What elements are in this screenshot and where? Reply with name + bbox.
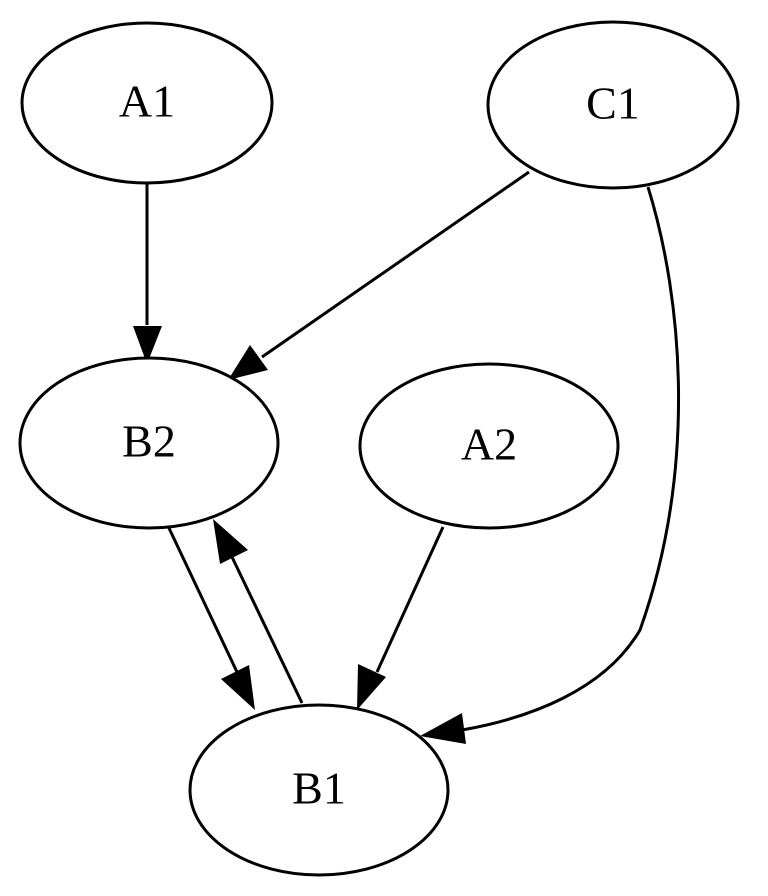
node-label-a1: A1 [119,76,175,127]
edge-line-b1-b2 [230,556,304,704]
arrowhead-c1-b2 [228,345,268,380]
edge-b1-to-b2[interactable] [213,519,304,704]
node-label-a2: A2 [461,419,517,470]
node-a2[interactable]: A2 [358,362,620,530]
arrowhead-c1-b1 [420,713,466,744]
edge-b2-to-b1[interactable] [166,525,255,710]
node-a1[interactable]: A1 [20,21,274,185]
node-label-c1: C1 [586,78,640,129]
node-b1[interactable]: B1 [188,703,450,877]
arrowhead-a2-b1 [357,664,386,710]
arrowhead-b1-b2 [213,519,248,564]
edge-line-b2-b1 [166,525,239,673]
nodes-layer: A1 C1 B2 A2 B1 [18,20,740,877]
node-b2[interactable]: B2 [18,356,280,530]
edge-c1-to-b1[interactable] [420,186,680,744]
node-ellipse-a2 [358,362,620,530]
node-ellipse-a1 [20,21,274,185]
edge-c1-to-b2[interactable] [228,170,530,380]
edges-layer [133,170,680,744]
edge-line-c1-b2 [261,170,530,359]
edge-line-c1-b1 [461,186,680,732]
arrowhead-a1-b2 [133,326,162,364]
arrowhead-b2-b1 [221,665,255,710]
edge-line-a2-b1 [375,526,445,673]
node-ellipse-b2 [18,356,280,530]
node-label-b1: B1 [292,763,346,814]
edge-a1-to-b2[interactable] [133,183,162,364]
node-ellipse-c1 [486,20,740,190]
node-ellipse-b1 [188,703,450,877]
node-c1[interactable]: C1 [486,20,740,190]
edge-a2-to-b1[interactable] [357,526,445,710]
node-label-b2: B2 [122,416,176,467]
